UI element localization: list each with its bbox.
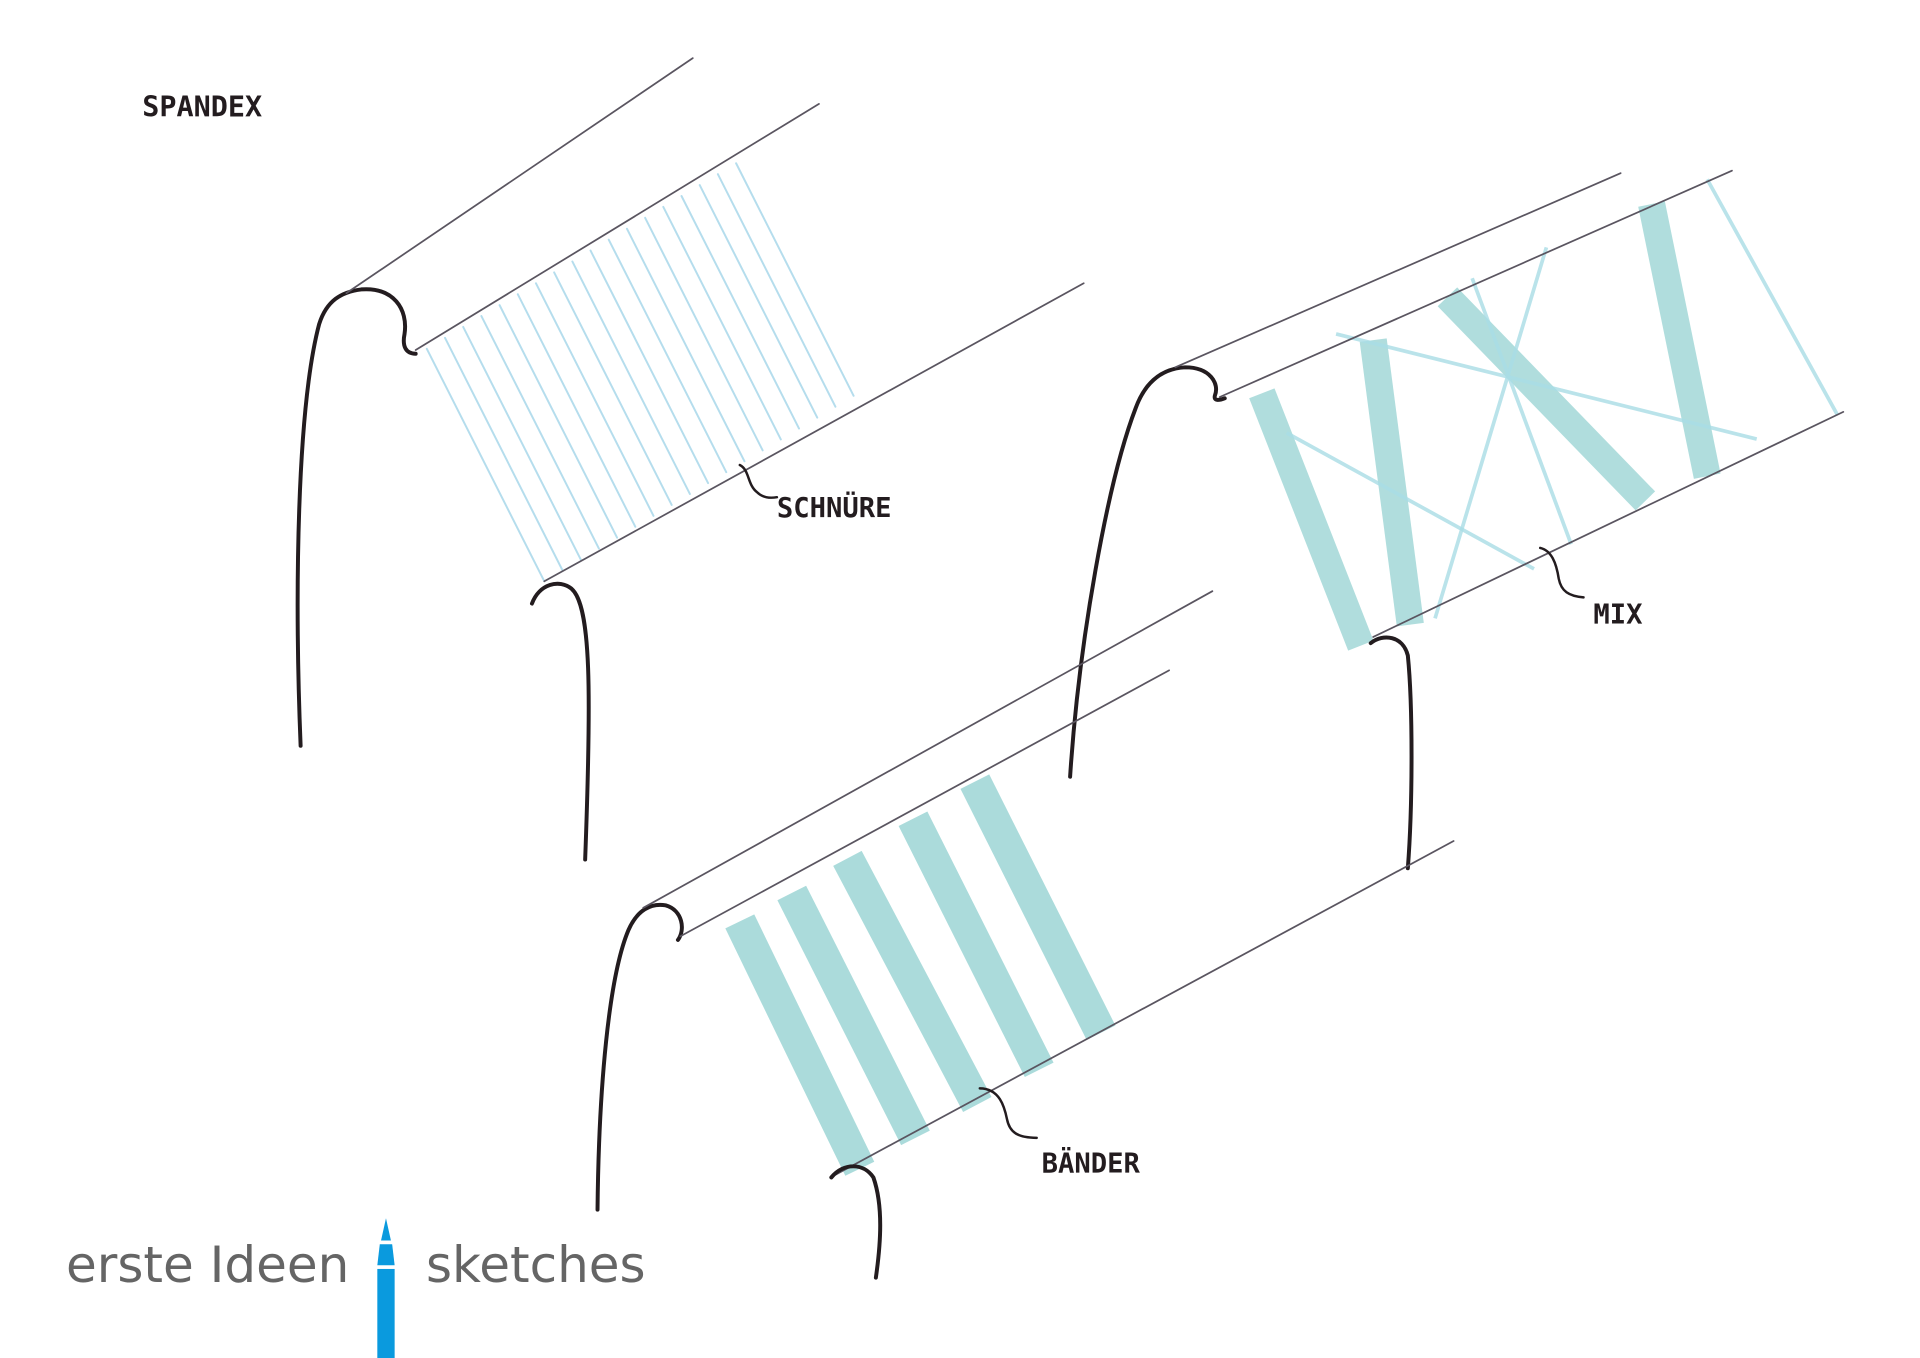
cord-line: [716, 173, 837, 408]
sketch-bands: BÄNDER: [595, 590, 1455, 1280]
footer-right-text: sketches: [426, 1236, 646, 1294]
label-baender: BÄNDER: [1042, 1147, 1141, 1179]
cord-line: [607, 238, 728, 474]
cord-line: [462, 325, 582, 561]
cord-line: [680, 195, 801, 430]
cord-line: [425, 347, 546, 583]
cord-line: [534, 282, 655, 517]
cord-line: [444, 336, 564, 572]
pen-icon: [377, 1218, 395, 1358]
cord-line: [735, 162, 855, 397]
title-spandex: SPANDEX: [142, 90, 262, 123]
cord-line: [498, 304, 619, 539]
cord-line: [662, 205, 782, 441]
label-mix: MIX: [1593, 599, 1643, 630]
cord-line: [553, 271, 673, 506]
sketch-mix: MIX: [1068, 169, 1845, 871]
cord-line: [644, 216, 764, 452]
footer-left-text: erste Ideen: [66, 1236, 350, 1294]
cord-line: [571, 260, 691, 495]
cord-line: [589, 249, 710, 485]
cord-line: [516, 293, 637, 528]
cord-line: [480, 315, 600, 550]
sketch-cords: SCHNÜRE: [295, 57, 1085, 862]
cord-line: [698, 184, 819, 419]
label-schnuere: SCHNÜRE: [777, 491, 892, 524]
cord-line: [625, 227, 746, 463]
